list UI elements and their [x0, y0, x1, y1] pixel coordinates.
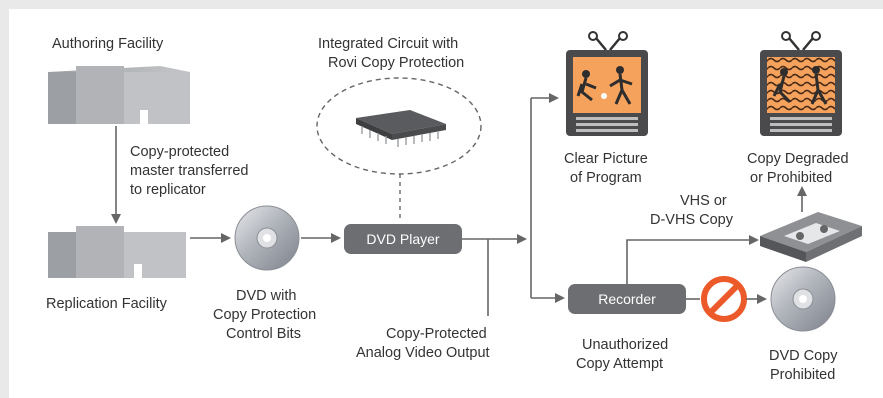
analog-output-line2: Analog Video Output — [356, 345, 490, 361]
dvd-player-label: DVD Player — [366, 231, 439, 247]
authoring-building-icon — [48, 66, 190, 124]
authoring-facility-label: Authoring Facility — [52, 36, 164, 52]
dvd-with-bits-line3: Control Bits — [226, 326, 301, 342]
clear-picture-line2: of Program — [570, 170, 642, 186]
dvd-copy-prohibited-line1: DVD Copy — [769, 348, 838, 364]
unauthorized-copy-line2: Copy Attempt — [576, 356, 663, 372]
vhs-copy-line1: VHS or — [680, 193, 727, 209]
analog-output-line1: Copy-Protected — [386, 326, 487, 342]
copy-degraded-line1: Copy Degraded — [747, 151, 849, 167]
replication-facility-label: Replication Facility — [46, 296, 168, 312]
arrow-head — [111, 214, 121, 224]
dvd-with-bits-line1: DVD with — [236, 288, 296, 304]
copy-degraded-line2: or Prohibited — [750, 170, 832, 186]
vhs-tape-icon — [760, 212, 862, 262]
ic-label-line2: Rovi Copy Protection — [328, 55, 464, 71]
prohibited-icon — [701, 276, 747, 322]
chip-icon — [356, 110, 446, 147]
clear-picture-line1: Clear Picture — [564, 151, 648, 167]
dvd-disc-icon — [234, 205, 300, 271]
degraded-tv-icon — [760, 31, 842, 136]
copy-protected-master-line3: to replicator — [130, 182, 206, 198]
copy-protected-master-line2: master transferred — [130, 163, 248, 179]
dvd-copy-disc-icon — [770, 266, 836, 332]
recorder-to-vhs-line — [626, 239, 750, 284]
unauthorized-copy-line1: Unauthorized — [582, 337, 668, 353]
dvd-copy-prohibited-line2: Prohibited — [770, 367, 835, 383]
vhs-copy-line2: D-VHS Copy — [650, 212, 734, 228]
copy-protected-master-line1: Copy-protected — [130, 144, 229, 160]
ic-label-line1: Integrated Circuit with — [318, 36, 458, 52]
dvd-with-bits-line2: Copy Protection — [213, 307, 316, 323]
recorder-label: Recorder — [598, 291, 656, 307]
ic-dashed-ellipse — [316, 77, 482, 175]
replication-building-icon — [48, 226, 186, 278]
recorder-box — [568, 284, 686, 314]
tv-icon — [566, 31, 648, 136]
dvd-player-box — [344, 224, 462, 254]
